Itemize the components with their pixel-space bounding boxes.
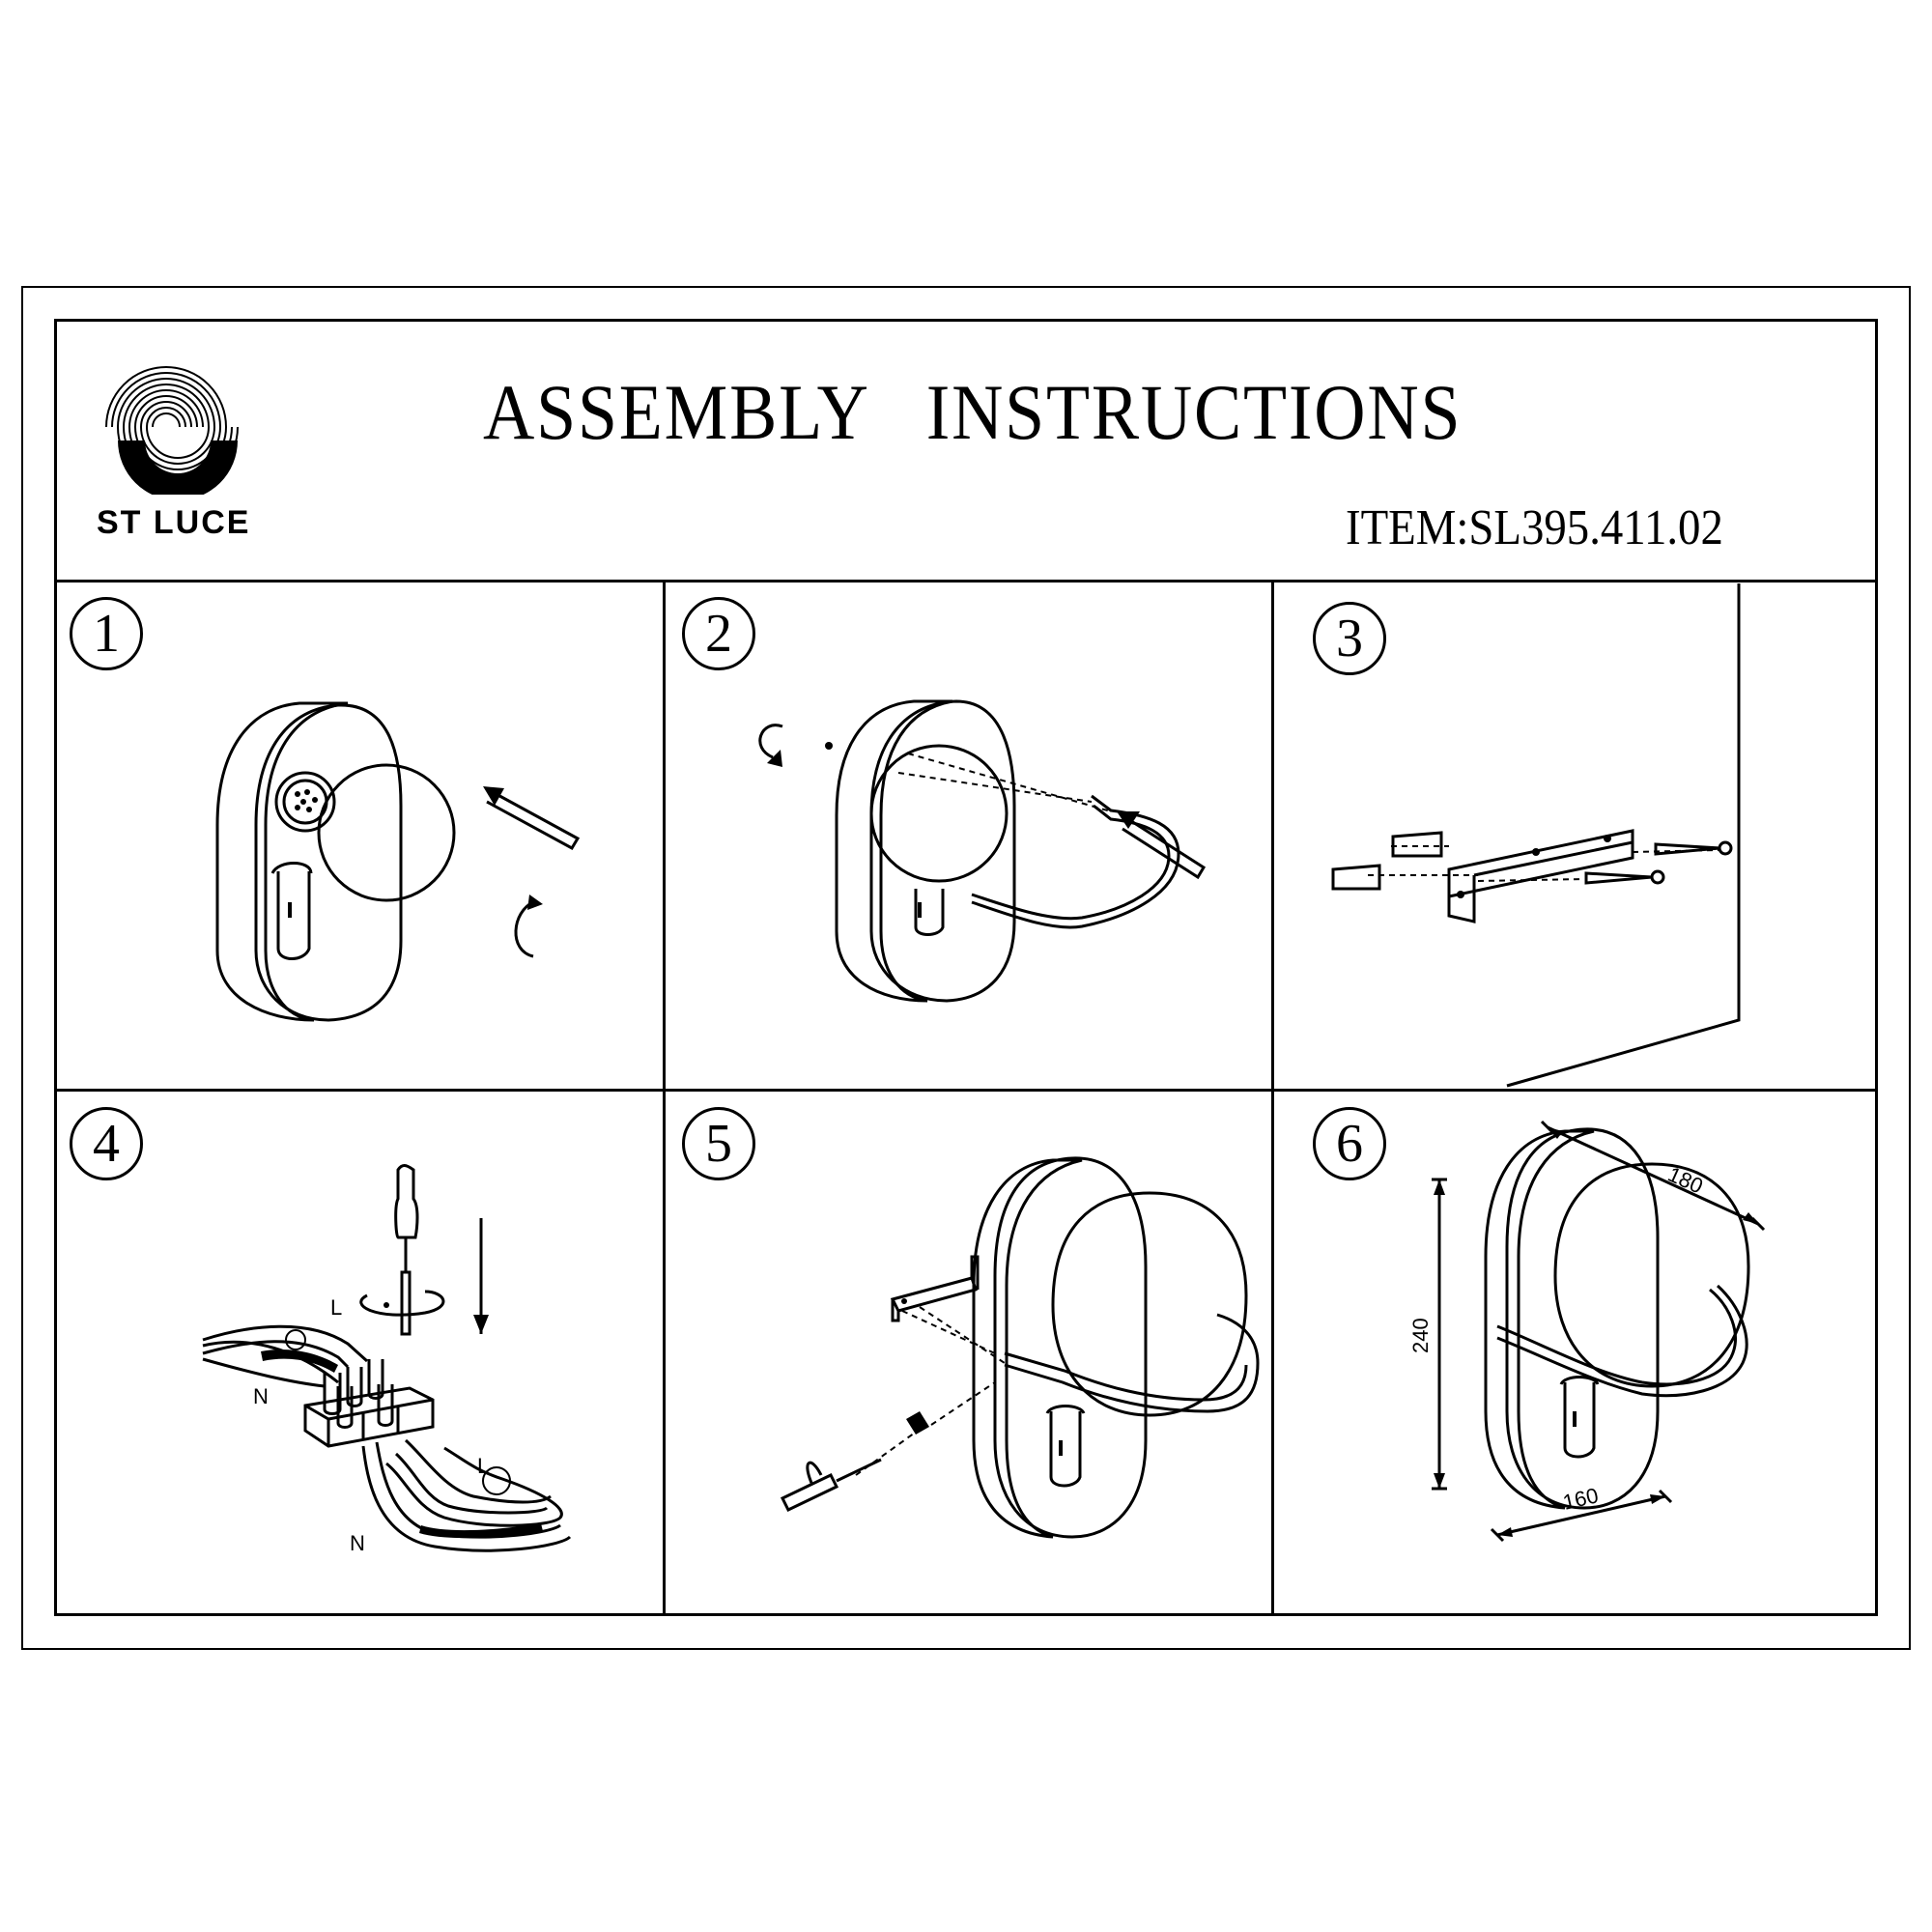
inner-frame xyxy=(54,319,1878,1616)
step-number-2: 2 xyxy=(682,597,755,670)
page-title: ASSEMBLY INSTRUCTIONS xyxy=(483,368,1463,456)
st-luce-logo xyxy=(105,366,239,495)
brand-name: ST LUCE xyxy=(97,504,251,541)
step-number-5: 5 xyxy=(682,1107,755,1180)
dimension-depth: 180 xyxy=(1664,1162,1707,1199)
wire-label-l-bottom: L xyxy=(477,1454,489,1478)
dimension-width: 160 xyxy=(1561,1483,1601,1515)
step-3-illustration xyxy=(1331,583,1741,1088)
wire-label-n-bottom: N xyxy=(350,1531,365,1555)
step-number-3: 3 xyxy=(1313,602,1386,675)
outer-frame xyxy=(21,286,1911,1650)
step-1-illustration xyxy=(215,701,581,1022)
column-divider-1 xyxy=(663,580,666,1616)
step-2-illustration xyxy=(758,699,1207,1003)
dimension-height: 240 xyxy=(1408,1318,1433,1353)
step-4-illustration: L N L N xyxy=(202,1164,572,1555)
step-5-illustration xyxy=(780,1156,1260,1539)
step-number-6: 6 xyxy=(1313,1107,1386,1180)
step-number-4: 4 xyxy=(70,1107,143,1180)
wire-label-l-top: L xyxy=(330,1295,342,1320)
step-6-illustration: 180 240 160 xyxy=(1408,1120,1766,1543)
wire-label-n-top: N xyxy=(253,1384,269,1408)
row-divider xyxy=(54,1089,1878,1092)
header-divider xyxy=(54,580,1878,582)
item-code: ITEM:SL395.411.02 xyxy=(1346,500,1723,555)
column-divider-2 xyxy=(1271,580,1274,1616)
step-number-1: 1 xyxy=(70,597,143,670)
